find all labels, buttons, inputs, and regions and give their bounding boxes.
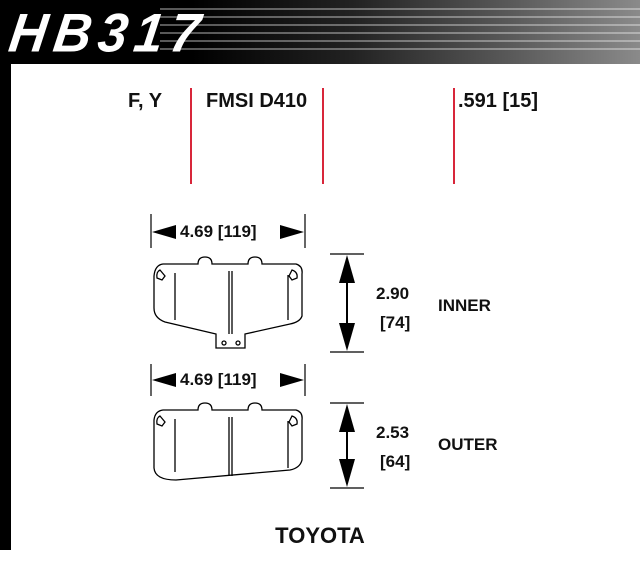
inner-height-label: 2.90 [376,284,410,303]
divider-line [190,88,192,184]
outer-pad-outline [153,402,303,481]
outer-height-mm-label: [64] [380,452,411,471]
thickness-label: .591 [15] [458,90,539,112]
outer-width-dimension [150,364,306,396]
header-banner: HB317 [0,0,640,64]
inner-height-dimension [330,253,364,353]
outer-width-label: 4.69 [119] [180,370,257,389]
outer-pad-label: OUTER [438,435,498,454]
fmsi-label: FMSI D410 [206,90,308,112]
applications-label: F, Y [128,90,163,112]
inner-height-mm-label: [74] [380,313,411,332]
inner-width-dimension [150,214,306,248]
vehicle-make-label: TOYOTA [275,523,365,548]
divider-line [453,88,455,184]
left-border [0,64,11,550]
divider-line [322,88,324,184]
inner-pad-label: INNER [438,296,491,315]
outer-height-label: 2.53 [376,423,410,442]
inner-width-label: 4.69 [119] [180,222,257,241]
inner-pad-outline [153,256,303,349]
outer-height-dimension [330,402,364,489]
